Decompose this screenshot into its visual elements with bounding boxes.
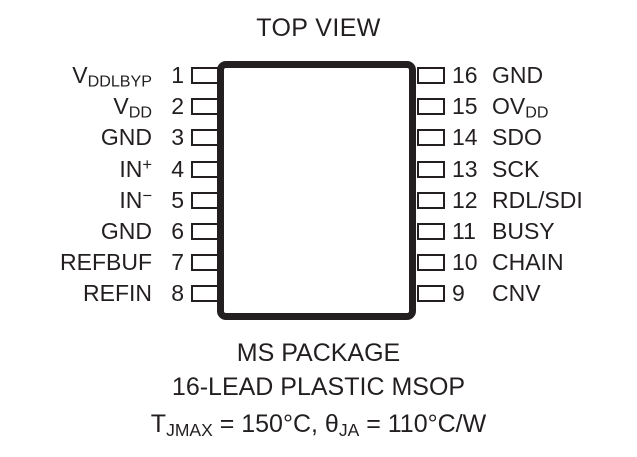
pin-number-14: 14 (452, 124, 478, 151)
pin-number-5: 5 (171, 186, 184, 213)
pin-number-6: 6 (171, 218, 184, 244)
pin-label-1: VDDLBYP (0, 62, 152, 90)
pin-number-16: 16 (452, 62, 478, 88)
pin-lead-5 (191, 191, 219, 209)
pin-number-3: 3 (171, 124, 184, 151)
tjmax-base: T (150, 410, 167, 438)
pin-number-4: 4 (171, 155, 184, 182)
pin-name-base: OV (492, 93, 526, 120)
pin-label-3: GND (0, 126, 152, 149)
pin-label-5: IN− (0, 185, 152, 213)
pin-lead-8 (191, 285, 219, 303)
pin-name-superscript: − (142, 185, 152, 205)
pin-lead-9 (417, 285, 445, 303)
pin-label-2: VDD (0, 93, 152, 121)
pin-name-base: REFIN (83, 280, 152, 307)
pin-name-base: CNV (492, 280, 541, 307)
pin-label-4: IN+ (0, 154, 152, 182)
pin-lead-6 (191, 223, 219, 240)
pin-label-14: SDO (492, 126, 542, 149)
pin-number-13: 13 (452, 155, 478, 182)
theta-ja-base: θ (324, 410, 339, 438)
top-view-title: TOP VIEW (0, 14, 637, 43)
package-type-caption: 16-LEAD PLASTIC MSOP (0, 375, 637, 400)
pin-name-subscript: DD (525, 103, 549, 122)
package-name-text: MS PACKAGE (236, 339, 401, 367)
package-body-outline (217, 61, 416, 320)
pin-lead-12 (417, 191, 445, 209)
pin-name-base: RDL/SDI (492, 186, 583, 213)
pin-label-13: SCK (492, 155, 540, 182)
package-type-text: 16-LEAD PLASTIC MSOP (171, 373, 466, 401)
pin-label-7: REFBUF (0, 251, 152, 274)
pin-lead-13 (417, 160, 445, 178)
pin-label-12: RDL/SDI (492, 186, 583, 213)
pin-name-base: SDO (492, 124, 542, 151)
pin-lead-7 (191, 254, 219, 272)
pin-lead-4 (191, 160, 219, 178)
pin-name-base: IN (119, 155, 143, 182)
pin-name-base: V (72, 62, 88, 88)
pin-lead-15 (417, 98, 445, 116)
pin-name-base: IN (119, 186, 143, 213)
pin-name-superscript: + (142, 154, 152, 174)
pin-name-base: GND (492, 62, 544, 88)
pin-lead-3 (191, 129, 219, 147)
pin-number-11: 11 (452, 218, 476, 244)
pin-name-base: SCK (492, 155, 540, 182)
tjmax-subscript: JMAX (166, 419, 213, 440)
pin-number-15: 15 (452, 93, 478, 120)
pin-name-base: GND (100, 124, 152, 151)
pin-lead-14 (417, 129, 445, 147)
pin-name-base: BUSY (492, 218, 555, 244)
pin-number-1: 1 (171, 62, 184, 88)
pin-label-8: REFIN (0, 282, 152, 305)
pin-lead-11 (417, 223, 445, 240)
pin-number-7: 7 (171, 249, 184, 276)
tjmax-value: = 150°C, (212, 410, 325, 438)
theta-ja-subscript: JA (338, 419, 360, 440)
theta-ja-value: = 110°C/W (359, 410, 487, 438)
pin-number-12: 12 (452, 186, 478, 213)
package-name-caption: MS PACKAGE (0, 341, 637, 366)
pin-label-6: GND (0, 220, 152, 243)
pin-name-subscript: DDLBYP (87, 72, 152, 91)
pin-number-10: 10 (452, 249, 478, 276)
pin-number-8: 8 (171, 280, 184, 307)
pin-name-base: GND (100, 218, 152, 244)
pin-label-10: CHAIN (492, 251, 564, 274)
top-view-title-text: TOP VIEW (256, 14, 381, 42)
pin-lead-16 (417, 67, 445, 84)
pin-name-base: V (113, 93, 129, 120)
pin-lead-1 (191, 67, 219, 84)
pin-name-base: REFBUF (60, 249, 152, 276)
pin-number-2: 2 (171, 93, 184, 120)
pin-lead-10 (417, 254, 445, 272)
pin-lead-2 (191, 98, 219, 116)
thermal-spec-caption: TJMAX = 150°C, θJA = 110°C/W (0, 410, 637, 440)
pin-label-16: GND (492, 64, 543, 87)
pin-label-11: BUSY (492, 220, 555, 243)
pin-name-subscript: DD (128, 103, 152, 122)
pin-label-15: OVDD (492, 93, 548, 121)
pin-label-9: CNV (492, 282, 541, 305)
pin-number-9: 9 (452, 280, 465, 307)
pin-name-base: CHAIN (492, 249, 564, 276)
